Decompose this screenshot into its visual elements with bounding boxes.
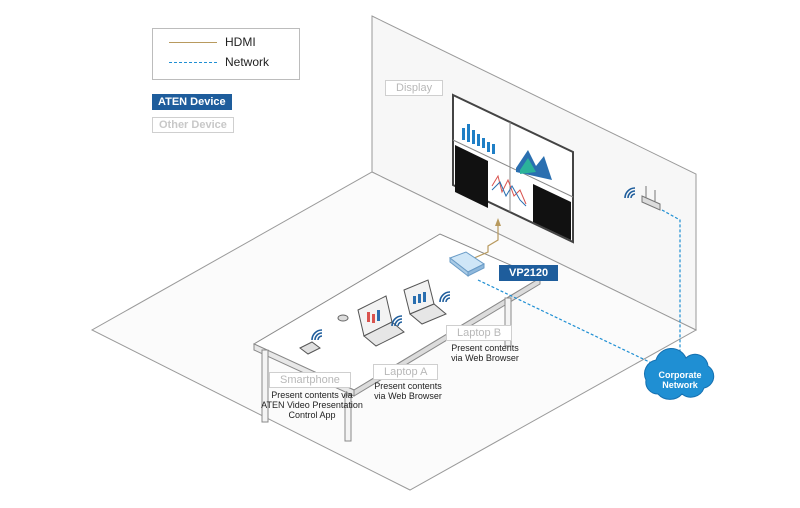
wifi-icon	[439, 291, 451, 303]
access-point-icon	[641, 186, 661, 211]
legend-network: Network	[153, 55, 269, 69]
hdmi-arrow	[495, 218, 501, 226]
hdmi-cable	[464, 226, 499, 263]
laptop-b-icon	[403, 279, 447, 325]
caption-line: via Web Browser	[451, 353, 519, 363]
smartphone-label: Smartphone	[269, 372, 351, 388]
table-puck-icon	[337, 314, 349, 322]
vp2120-label: VP2120	[499, 265, 559, 281]
laptop-b-label: Laptop B	[446, 325, 513, 341]
network-lines	[477, 209, 681, 369]
legend-network-label: Network	[225, 55, 270, 69]
network-line-ap	[661, 209, 681, 356]
wifi-icon	[624, 187, 636, 199]
vp2120-device	[448, 251, 485, 278]
display-wall	[452, 93, 574, 244]
spike-chart-icon	[491, 174, 527, 207]
wifi-icon	[391, 315, 403, 327]
table-leg	[344, 394, 352, 442]
hdmi-line-swatch	[169, 41, 217, 43]
cloud-icon	[644, 348, 715, 400]
caption-line: Present contents	[374, 381, 442, 391]
legend-hdmi-label: HDMI	[225, 35, 256, 49]
caption-line: Present contents via	[271, 390, 353, 400]
caption-line: ATEN Video Presentation	[261, 400, 363, 410]
laptop-a-label: Laptop A	[373, 364, 439, 380]
wifi-icon	[311, 329, 323, 341]
display-panel-black	[533, 184, 571, 240]
display-panel-black	[455, 145, 488, 208]
caption-line: Control App	[288, 410, 336, 420]
corporate-network-label: Corporate Network	[658, 370, 702, 390]
network-line-vp2120	[477, 279, 663, 369]
table-leg	[504, 297, 512, 347]
table-leg	[261, 349, 269, 423]
smartphone-caption: Present contents via ATEN Video Presenta…	[252, 390, 372, 420]
laptop-a-icon	[357, 295, 405, 347]
other-device-badge: Other Device	[152, 117, 234, 133]
caption-line: Present contents	[451, 343, 519, 353]
display-label: Display	[385, 80, 444, 96]
laptop-b-caption: Present contents via Web Browser	[445, 343, 525, 363]
legend: HDMI Network	[152, 28, 300, 80]
area-chart-icon	[516, 150, 552, 180]
caption-line: via Web Browser	[374, 391, 442, 401]
smartphone-icon	[299, 341, 321, 355]
display-divider	[452, 139, 574, 198]
bar-chart-icon	[462, 124, 495, 154]
laptop-a-caption: Present contents via Web Browser	[368, 381, 448, 401]
network-line-swatch	[169, 61, 217, 63]
legend-hdmi: HDMI	[153, 35, 256, 49]
aten-device-badge: ATEN Device	[152, 94, 232, 110]
